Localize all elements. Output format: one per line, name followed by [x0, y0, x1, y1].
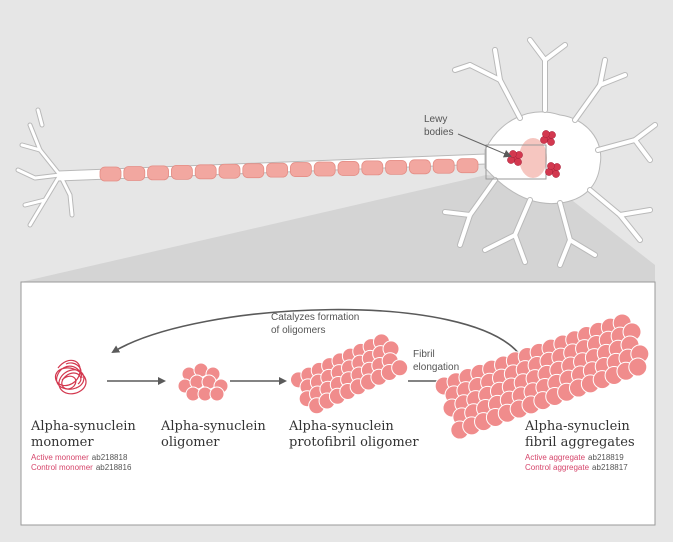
monomer-control-code: ab218816	[96, 463, 132, 472]
protofibril-illustration	[290, 333, 409, 415]
myelin-segment	[194, 164, 217, 180]
lewy-body-particle	[552, 170, 560, 178]
elongation-label-line2: elongation	[413, 362, 459, 373]
fibril-control-code: ab218817	[592, 463, 628, 472]
fibril-control-label: Control aggregate	[525, 463, 590, 472]
myelin-segment	[218, 163, 241, 179]
myelin-segment	[242, 163, 265, 179]
zoom-box	[485, 144, 547, 180]
fibril-active-label: Active aggregate	[525, 453, 586, 462]
elongation-label-line1: Fibril	[413, 349, 435, 360]
zoom-wedge	[21, 175, 655, 282]
oligomer-name-line2: oligomer	[161, 435, 220, 450]
lewy-body-particle	[547, 162, 555, 170]
myelin-segment	[170, 164, 193, 180]
lewy-body-particle	[509, 150, 517, 158]
lewy-label-line1: Lewy	[424, 114, 447, 125]
protofibril-name-line1: Alpha-synuclein	[288, 419, 394, 434]
monomer-active-label: Active monomer	[31, 453, 89, 462]
myelin-segment	[147, 165, 170, 181]
myelin-sheath	[99, 158, 479, 182]
oligomer-name-line1: Alpha-synuclein	[160, 419, 266, 434]
monomer-name-line1: Alpha-synuclein	[30, 419, 136, 434]
lewy-body-particle	[514, 158, 522, 166]
dendrites-fill	[443, 38, 657, 267]
feedback-label-line2: of oligomers	[271, 325, 325, 336]
myelin-segment	[432, 158, 455, 174]
protofibril-name-line2: protofibril oligomer	[289, 435, 419, 450]
myelin-segment	[408, 159, 431, 175]
myelin-segment	[361, 160, 384, 176]
lewy-body-particle	[547, 138, 555, 146]
monomer-control-label: Control monomer	[31, 463, 93, 472]
axon-terminal-fill	[16, 108, 74, 227]
fibril-active-code: ab218819	[588, 453, 624, 462]
oligomer-illustration	[177, 362, 229, 402]
fibril-illustration	[434, 313, 650, 440]
lewy-body-particle	[542, 130, 550, 138]
lewy-bodies	[507, 130, 561, 178]
oligomer-subunit	[209, 386, 225, 402]
myelin-segment	[123, 166, 146, 181]
fibril-name-line1: Alpha-synuclein	[524, 419, 630, 434]
nucleus	[519, 138, 547, 178]
monomer-name-line2: monomer	[31, 435, 94, 450]
myelin-segment	[266, 162, 289, 178]
fibril-subunit	[628, 357, 648, 377]
monomer-active-code: ab218818	[92, 453, 128, 462]
myelin-segment	[337, 161, 360, 176]
myelin-segment	[289, 162, 312, 177]
myelin-segment	[99, 166, 122, 182]
myelin-segment	[456, 158, 479, 174]
monomer-illustration	[54, 359, 87, 395]
fibril-name-line2: fibril aggregates	[525, 435, 635, 450]
feedback-label-line1: Catalyzes formation	[271, 312, 359, 323]
protofibril-subunit	[391, 359, 409, 377]
myelin-segment	[313, 161, 336, 177]
myelin-segment	[385, 159, 408, 175]
feedback-arrow	[111, 308, 521, 356]
axon-terminal-left	[15, 107, 75, 228]
lewy-pointer	[457, 133, 512, 158]
lewy-label-line2: bodies	[424, 127, 453, 138]
